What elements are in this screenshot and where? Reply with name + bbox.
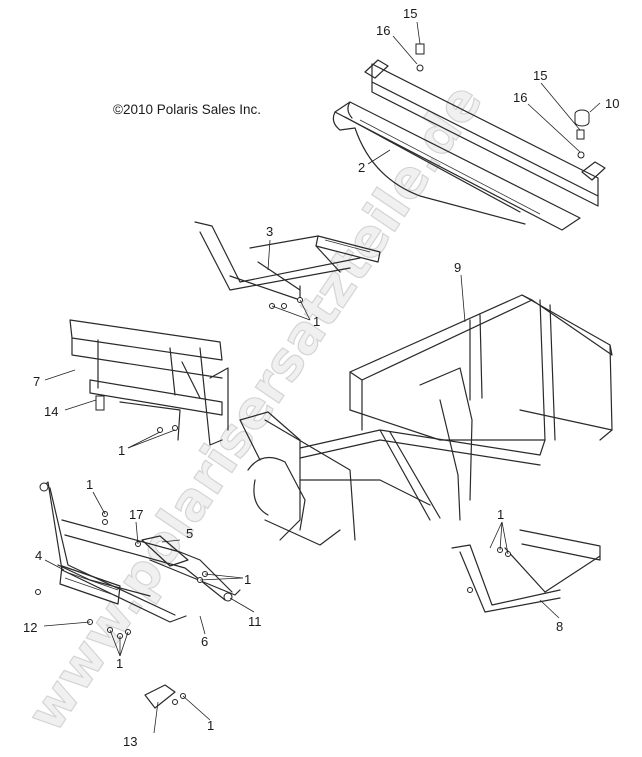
callout-12: 12 [23,620,37,635]
part-front-frame [239,411,431,546]
callout-16: 16 [376,23,390,38]
part-4-grille [59,565,121,605]
callout-1: 1 [207,718,214,733]
part-7-front-bulkhead [69,319,229,446]
callout-1: 1 [313,314,320,329]
part-5-bracket [141,535,189,567]
part-14-plate [95,395,105,411]
callout-labels: 15 16 15 10 16 2 3 1 9 7 14 1 1 17 5 4 1… [23,6,619,749]
part-9-main-frame [299,294,613,521]
callout-5: 5 [186,526,193,541]
callout-2: 2 [358,160,365,175]
leader-lines [43,21,601,734]
hardware-15-16-top [415,43,590,159]
callout-1: 1 [118,443,125,458]
copyright-text: ©2010 Polaris Sales Inc. [113,102,261,117]
callout-1: 1 [497,507,504,522]
callout-8: 8 [556,619,563,634]
callout-10: 10 [605,96,619,111]
callout-1: 1 [86,477,93,492]
callout-3: 3 [266,224,273,239]
callout-1: 1 [116,656,123,671]
callout-4: 4 [35,548,42,563]
callout-7: 7 [33,374,40,389]
callout-13: 13 [123,734,137,749]
callout-9: 9 [454,260,461,275]
callout-6: 6 [201,634,208,649]
callout-11: 11 [248,614,262,629]
callout-17: 17 [129,507,143,522]
callout-15: 15 [533,68,547,83]
callout-16: 16 [513,90,527,105]
part-2-cargo-panel [332,59,606,231]
callout-1: 1 [244,572,251,587]
callout-15: 15 [403,6,417,21]
part-13-bracket [144,684,176,709]
part-8-step-support [451,529,601,613]
watermark-text: www.polarisersatzteile.de [16,74,494,743]
callout-14: 14 [44,404,58,419]
